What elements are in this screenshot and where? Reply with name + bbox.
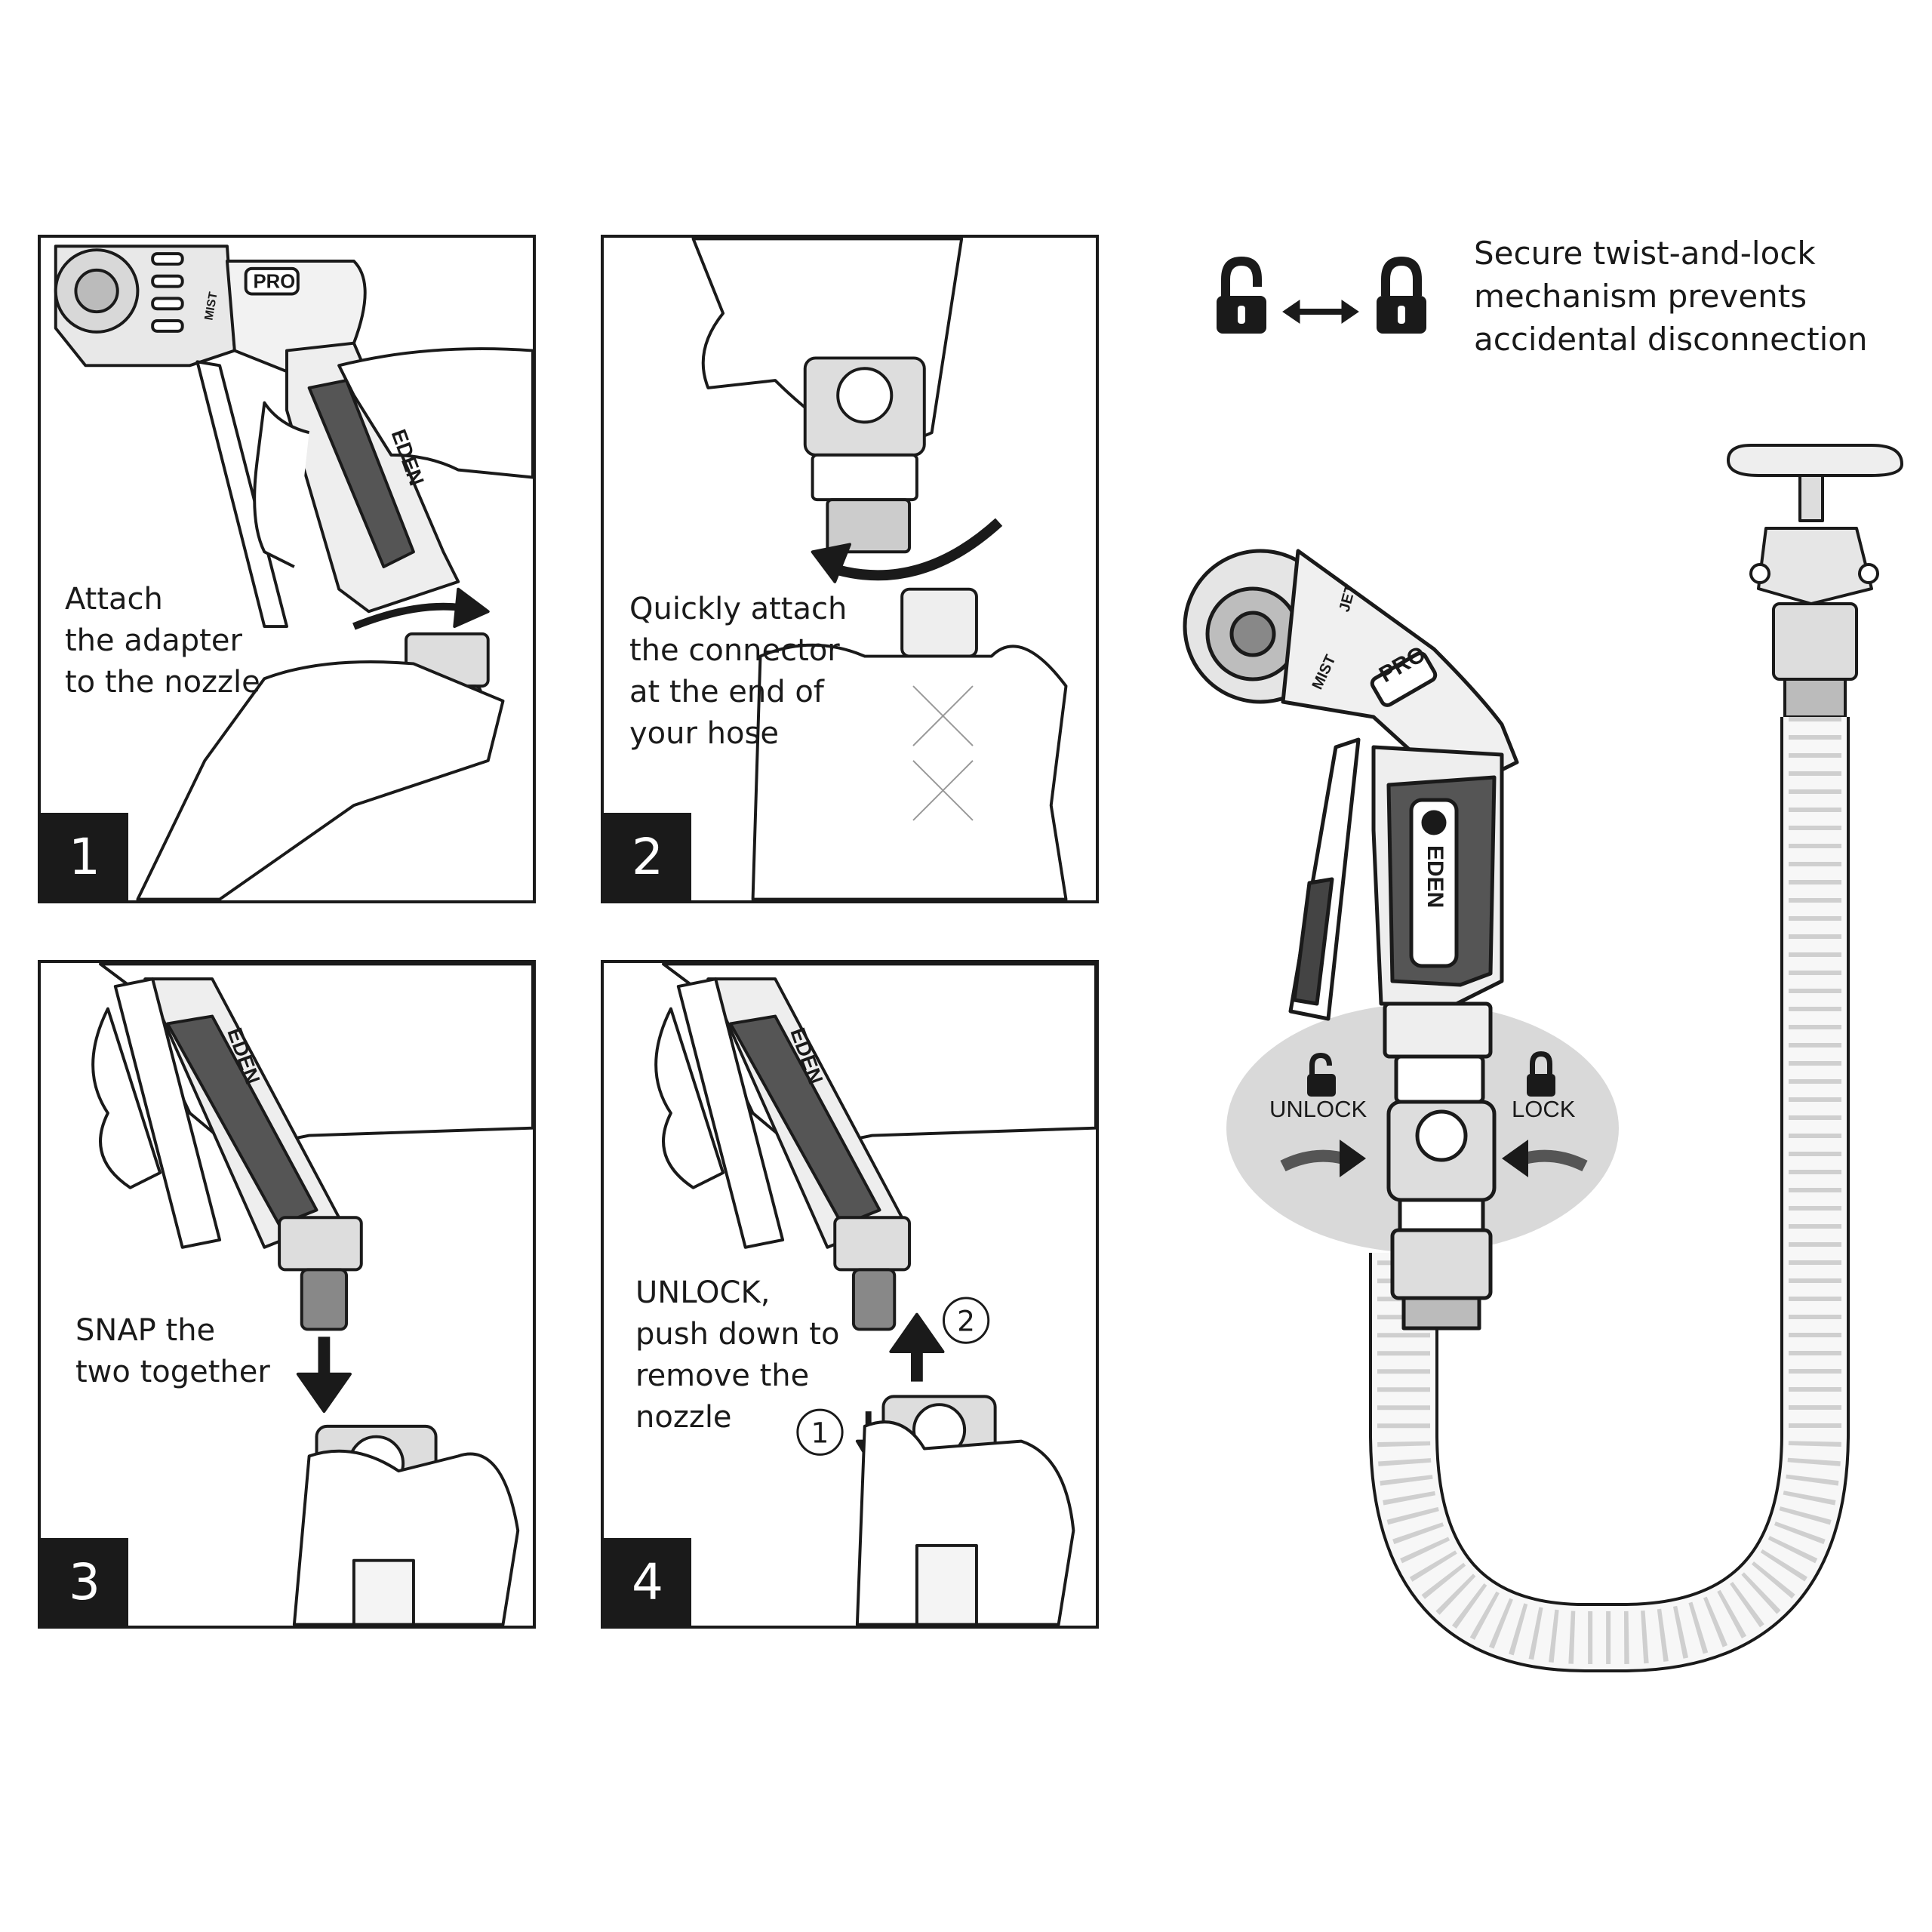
marker-2: 2 [957, 1304, 975, 1337]
unlocked-padlock-icon [1217, 257, 1266, 334]
locked-padlock-icon [1377, 257, 1426, 334]
locked-padlock-icon [1527, 1051, 1555, 1097]
step-3-badge: 3 [41, 1538, 128, 1626]
mechanism-description: Secure twist-and-lock mechanism prevents… [1474, 235, 1868, 358]
pro-badge-text: PRO [254, 272, 296, 293]
unlocked-padlock-icon [1307, 1053, 1336, 1097]
step-panel-4: 2 1 EDEN UNLOCK, push down to remove the… [601, 960, 1099, 1629]
marker-1: 1 [811, 1417, 829, 1450]
rotate-arrow-icon [1280, 1140, 1366, 1177]
step-4-illustration: 2 1 EDEN [654, 963, 1096, 1626]
up-arrow-icon [889, 1312, 945, 1354]
step-1-illustration: EDEN PRO MIST [54, 245, 533, 900]
step-1-caption: Attach the adapter to the nozzle [65, 582, 260, 700]
water-spigot [1727, 444, 1903, 718]
step-3-caption: SNAP the two together [75, 1313, 270, 1389]
step-1-badge: 1 [41, 813, 128, 900]
lock-label: LOCK [1512, 1096, 1576, 1122]
step-panel-2: Quickly attach the connector at the end … [601, 235, 1099, 903]
mist-label: MIST [202, 291, 220, 321]
step-3-illustration: EDEN [91, 963, 533, 1626]
step-2-illustration [691, 238, 1068, 900]
brand-text: EDEN [1423, 845, 1447, 908]
spray-nozzle [1183, 549, 1519, 1331]
step-2-badge: 2 [604, 813, 691, 900]
step-panel-1: EDEN PRO MIST Attach the adapter to the … [38, 235, 536, 903]
step-4-badge: 4 [604, 1538, 691, 1626]
double-arrow-icon [1282, 300, 1359, 324]
step-4-caption: UNLOCK, push down to remove the nozzle [635, 1275, 840, 1435]
step-2-caption: Quickly attach the connector at the end … [629, 592, 848, 751]
step-panel-3: EDEN SNAP the two together 3 [38, 960, 536, 1629]
unlock-label: UNLOCK [1269, 1096, 1367, 1122]
rotate-arrow-icon [1502, 1140, 1588, 1177]
